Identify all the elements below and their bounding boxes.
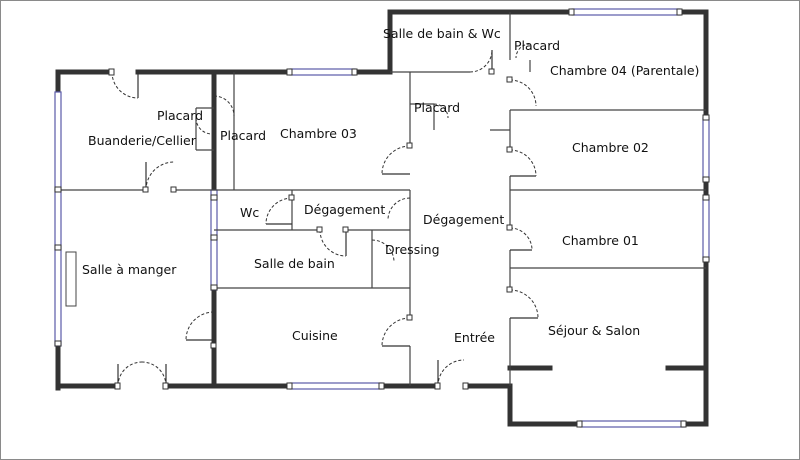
label-placard-3: Placard <box>157 108 203 123</box>
label-chambre-01: Chambre 01 <box>562 233 639 248</box>
label-degagement-1: Dégagement <box>304 202 385 217</box>
exterior-walls <box>55 9 709 427</box>
label-placard-4: Placard <box>220 128 266 143</box>
label-cuisine: Cuisine <box>292 328 338 343</box>
label-placard-2: Placard <box>414 100 460 115</box>
label-wc: Wc <box>240 205 259 220</box>
label-salle-a-manger: Salle à manger <box>82 262 177 277</box>
interior-walls <box>58 12 706 386</box>
wall-markers <box>54 8 710 428</box>
label-salle-de-bain-wc: Salle de bain & Wc <box>383 26 501 41</box>
label-placard-1: Placard <box>514 38 560 53</box>
doors <box>111 43 539 387</box>
label-chambre-02: Chambre 02 <box>572 140 649 155</box>
label-degagement-2: Dégagement <box>423 212 504 227</box>
room-labels: Salle de bain & Wc Placard Chambre 04 (P… <box>82 26 699 345</box>
label-entree: Entrée <box>454 330 495 345</box>
label-buanderie-cellier: Buanderie/Cellier <box>88 133 197 148</box>
label-salle-de-bain: Salle de bain <box>254 256 335 271</box>
label-chambre-04: Chambre 04 (Parentale) <box>550 63 699 78</box>
label-chambre-03: Chambre 03 <box>280 126 357 141</box>
label-sejour-salon: Séjour & Salon <box>548 323 640 338</box>
label-dressing: Dressing <box>385 242 440 257</box>
